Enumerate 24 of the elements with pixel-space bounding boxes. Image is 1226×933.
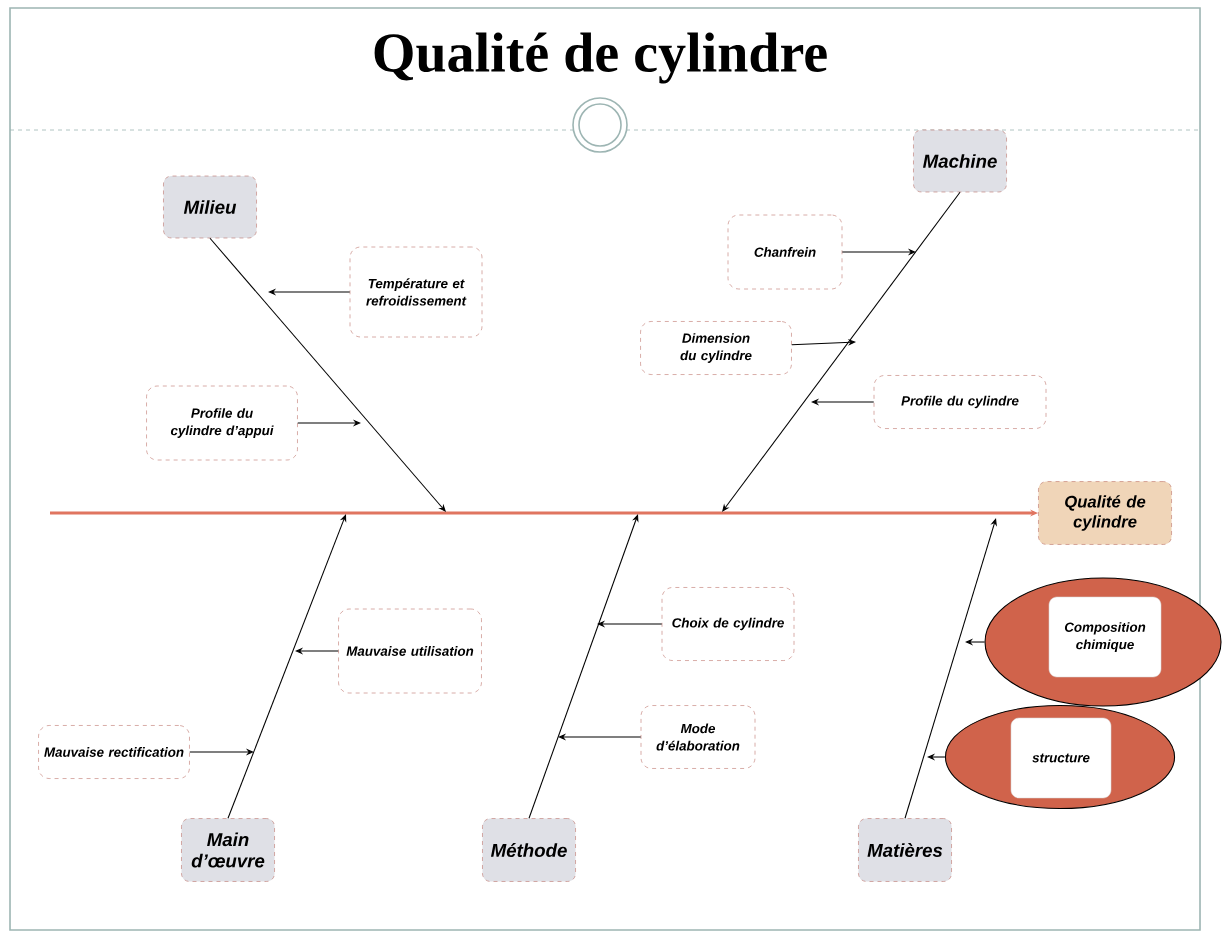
cause-box: Dimension du cylindre	[640, 321, 792, 375]
cause-box: Mauvaise utilisation	[338, 608, 482, 694]
arrow	[722, 191, 961, 512]
cause-box: Mauvaise rectification	[38, 725, 190, 779]
cause-box: Choix de cylindre	[661, 587, 795, 661]
category-box: Main d’œuvre	[181, 818, 275, 882]
arrow	[528, 514, 639, 819]
effect-box: Qualité de cylindre	[1038, 481, 1172, 545]
cause-box: Profile du cylindre d’appui	[146, 385, 298, 461]
cause-box: Chanfrein	[727, 214, 843, 290]
arrow	[209, 237, 446, 512]
arrow	[904, 518, 997, 819]
category-box: Machine	[913, 129, 1007, 193]
cause-box: Mode d’élaboration	[640, 705, 756, 769]
cause-box: Température et refroidissement	[349, 246, 483, 338]
category-box: Milieu	[163, 175, 257, 239]
cause-box: Composition chimique	[1048, 596, 1162, 678]
category-box: Matières	[858, 818, 952, 882]
cause-box: Profile du cylindre	[873, 375, 1047, 429]
cause-box: structure	[1010, 717, 1112, 799]
category-box: Méthode	[482, 818, 576, 882]
arrow	[227, 514, 347, 819]
arrow	[791, 338, 856, 346]
title: Qualité de cylindre	[374, 32, 827, 84]
